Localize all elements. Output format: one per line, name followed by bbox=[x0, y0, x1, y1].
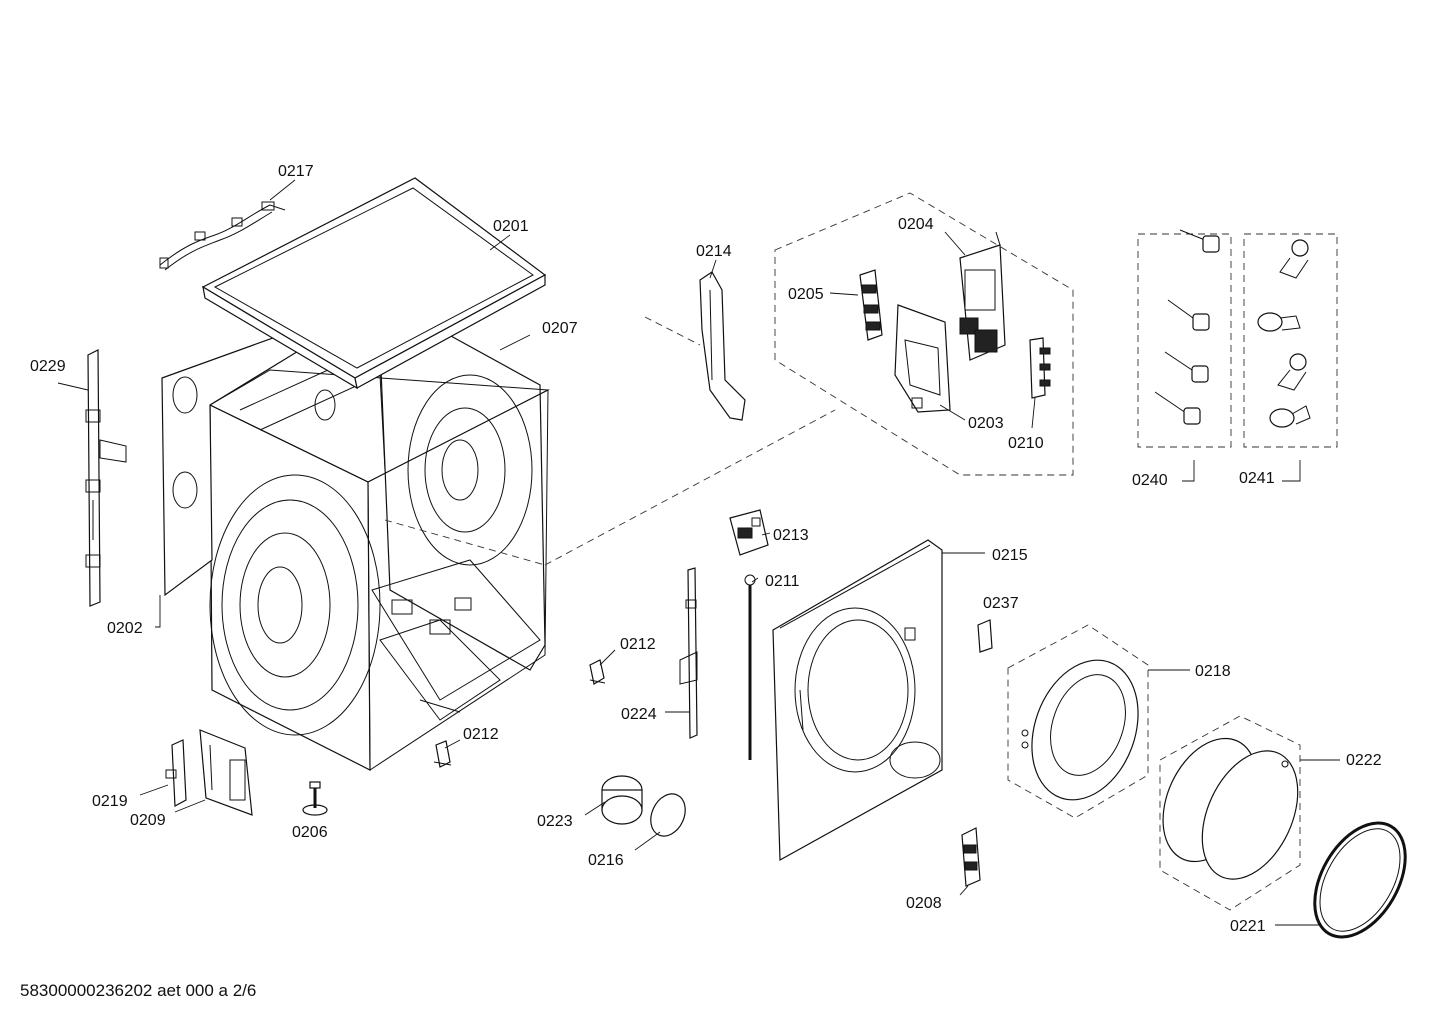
label-0240: 0240 bbox=[1132, 472, 1168, 489]
label-0241: 0241 bbox=[1239, 470, 1275, 487]
bracket-0224[interactable] bbox=[679, 567, 698, 739]
label-0212-lower: 0212 bbox=[463, 726, 499, 743]
label-0205: 0205 bbox=[788, 286, 824, 303]
label-0207: 0207 bbox=[542, 320, 578, 337]
label-0218: 0218 bbox=[1195, 663, 1231, 680]
door-glass-0222[interactable] bbox=[1144, 715, 1316, 911]
label-0212-upper: 0212 bbox=[620, 636, 656, 653]
label-0213: 0213 bbox=[773, 527, 809, 544]
label-0223: 0223 bbox=[537, 813, 573, 830]
cap-0216[interactable] bbox=[644, 788, 692, 841]
label-0204: 0204 bbox=[898, 216, 934, 233]
clip-kit-0241[interactable] bbox=[1243, 233, 1338, 448]
seal-ring-0221[interactable] bbox=[1296, 807, 1424, 952]
label-0210: 0210 bbox=[1008, 435, 1044, 452]
cover-0209[interactable] bbox=[199, 729, 253, 816]
label-0221: 0221 bbox=[1230, 918, 1266, 935]
clip-0237[interactable] bbox=[977, 619, 993, 653]
label-0208: 0208 bbox=[906, 895, 942, 912]
foot-0206[interactable] bbox=[302, 781, 328, 816]
label-0222: 0222 bbox=[1346, 752, 1382, 769]
label-0209: 0209 bbox=[130, 812, 166, 829]
leader-lines bbox=[57, 179, 1340, 926]
bracket-0219[interactable] bbox=[165, 739, 187, 807]
label-0206: 0206 bbox=[292, 824, 328, 841]
label-0211: 0211 bbox=[765, 573, 800, 590]
label-0215: 0215 bbox=[992, 547, 1028, 564]
hinge-0212-lower[interactable] bbox=[433, 740, 452, 768]
label-0214: 0214 bbox=[696, 243, 732, 260]
ring-0223[interactable] bbox=[601, 775, 643, 825]
door-lock-0213[interactable] bbox=[729, 509, 769, 556]
label-0219: 0219 bbox=[92, 793, 128, 810]
wire-harness-0217[interactable] bbox=[159, 201, 286, 271]
cabinet-frame-0207[interactable] bbox=[208, 329, 550, 771]
front-panel-0215[interactable] bbox=[772, 539, 943, 862]
rod-0211[interactable] bbox=[744, 574, 756, 760]
bracket-0203[interactable] bbox=[894, 304, 951, 413]
electronics-group-outline bbox=[384, 192, 1074, 566]
side-rail-0229[interactable] bbox=[85, 349, 127, 607]
control-module-0204[interactable] bbox=[959, 231, 1006, 361]
screw-kit-0240[interactable] bbox=[1137, 229, 1232, 448]
connector-strip-0210[interactable] bbox=[1029, 337, 1051, 399]
label-0202: 0202 bbox=[107, 620, 143, 637]
label-0203: 0203 bbox=[968, 415, 1004, 432]
label-0201: 0201 bbox=[493, 218, 529, 235]
label-0229: 0229 bbox=[30, 358, 66, 375]
hinge-block-0208[interactable] bbox=[961, 827, 981, 887]
top-cover-0201[interactable] bbox=[201, 177, 547, 390]
label-0217: 0217 bbox=[278, 163, 314, 180]
hinge-0212-upper[interactable] bbox=[589, 659, 606, 685]
document-code: 58300000236202 aet 000 a 2/6 bbox=[20, 981, 257, 1000]
label-0237: 0237 bbox=[983, 595, 1019, 612]
label-0224: 0224 bbox=[621, 706, 657, 723]
label-0216: 0216 bbox=[588, 852, 624, 869]
duct-0214[interactable] bbox=[699, 271, 746, 421]
door-ring-0218[interactable] bbox=[1007, 624, 1157, 819]
connector-strip-0205[interactable] bbox=[859, 269, 883, 341]
